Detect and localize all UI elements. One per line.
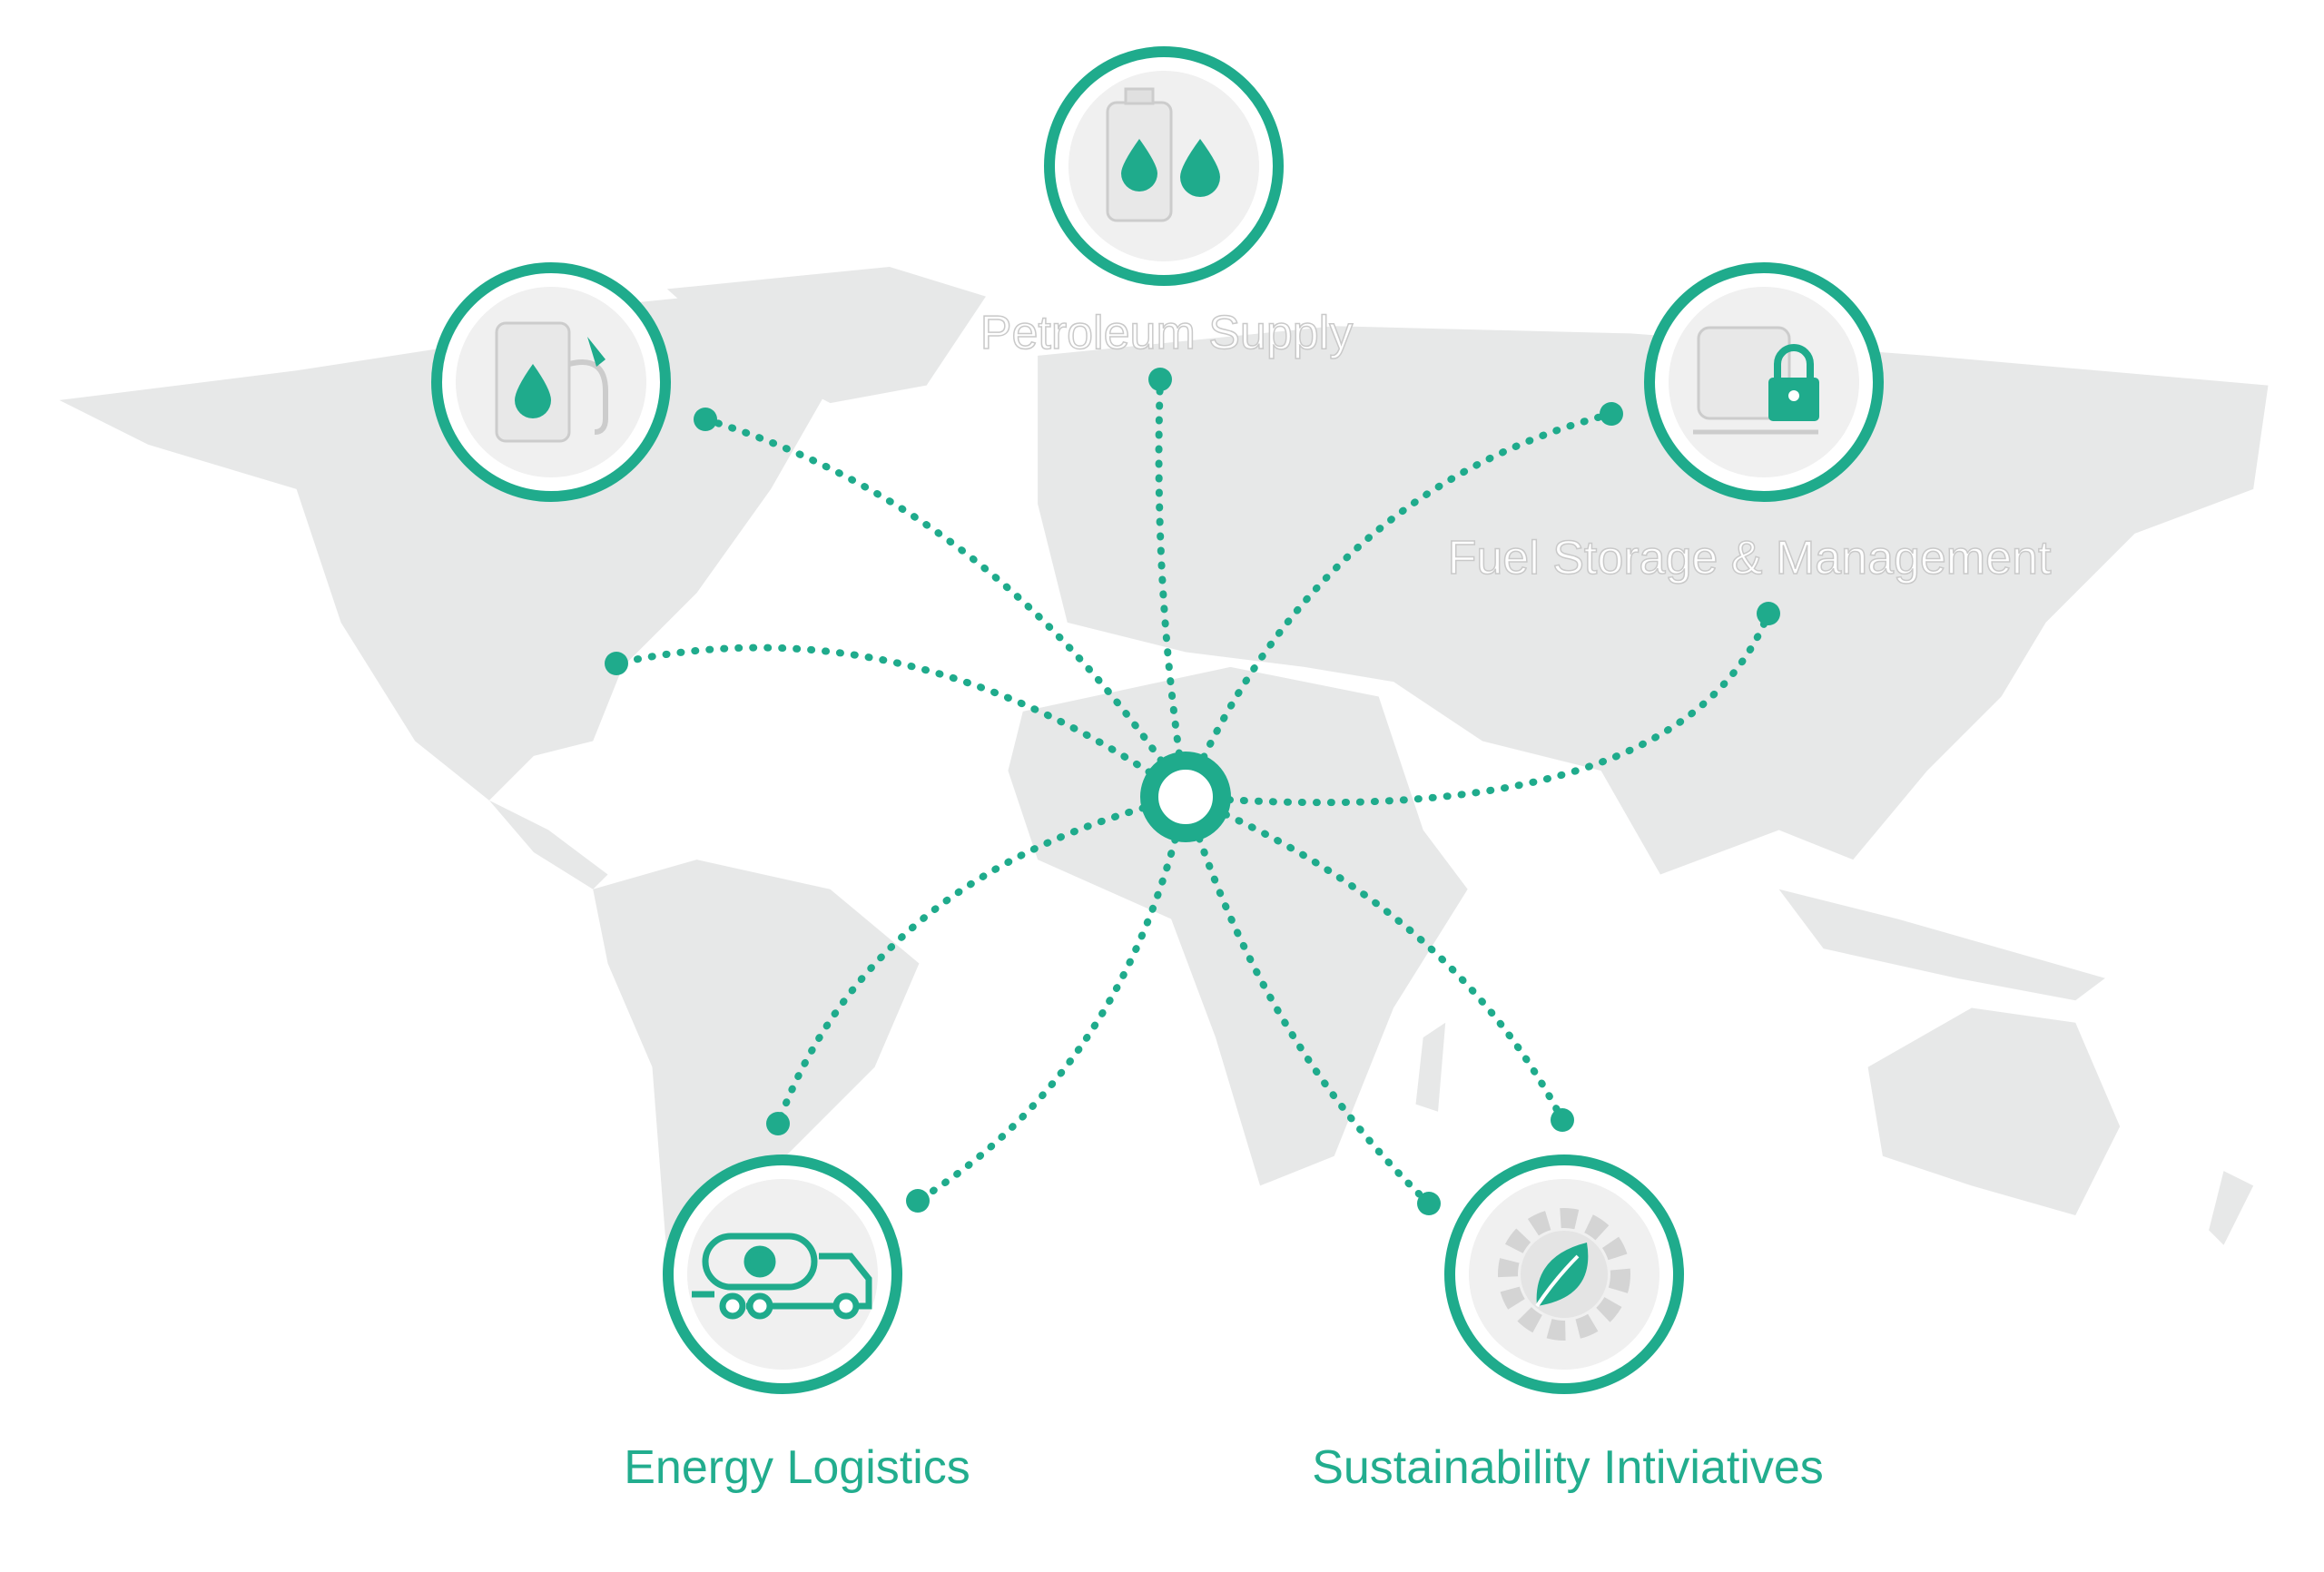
node-fuel-storage[interactable] — [1644, 262, 1884, 502]
new-zealand — [2209, 1171, 2254, 1245]
label-energy-logistics: Energy Logistics — [624, 1441, 970, 1494]
endpoint-dot — [766, 1112, 790, 1135]
connection-lines — [613, 376, 1772, 1207]
storage-tank-lock-icon — [1693, 326, 1819, 435]
connection-line — [1155, 376, 1189, 801]
label-petroleum-supply: Petroleum Supply — [980, 306, 1354, 360]
connection-line — [613, 644, 1189, 801]
endpoint-dot — [1148, 368, 1172, 391]
greenland — [666, 266, 986, 404]
connection-line — [1182, 610, 1772, 807]
endpoint-dot — [1551, 1108, 1574, 1132]
node-energy-logistics[interactable] — [663, 1154, 902, 1394]
label-sustainability: Sustainability Intiviatives — [1312, 1441, 1824, 1494]
connection-line — [914, 793, 1189, 1204]
leaf-gear-icon — [1498, 1208, 1630, 1341]
endpoint-dot — [906, 1189, 930, 1213]
node-fuel-pump[interactable] — [431, 262, 671, 502]
southeast-asia-islands — [1778, 889, 2105, 1001]
endpoint-dots — [605, 368, 1780, 1215]
fuel-pump-icon — [495, 321, 608, 443]
central-america — [488, 800, 608, 889]
endpoint-dot — [694, 408, 717, 431]
connection-line — [1182, 793, 1433, 1207]
label-fuel-storage: Fuel Storage & Management — [1447, 531, 2052, 585]
node-sustainability[interactable] — [1444, 1154, 1684, 1394]
fuel-tank-drops-icon — [1106, 87, 1220, 222]
australia — [1867, 1007, 2121, 1216]
endpoint-dot — [1757, 602, 1780, 625]
south-america — [593, 860, 920, 1305]
africa — [1008, 666, 1468, 1186]
hub-ring-icon — [1140, 752, 1231, 842]
connection-line — [1182, 410, 1615, 801]
endpoint-dot — [605, 652, 628, 675]
connection-line — [774, 793, 1189, 1127]
connection-line — [702, 416, 1189, 801]
endpoint-dot — [1600, 402, 1623, 426]
endpoint-dot — [1417, 1192, 1441, 1215]
madagascar — [1415, 1022, 1446, 1112]
node-petroleum-supply[interactable] — [1044, 46, 1284, 286]
tanker-truck-icon — [692, 1233, 872, 1320]
